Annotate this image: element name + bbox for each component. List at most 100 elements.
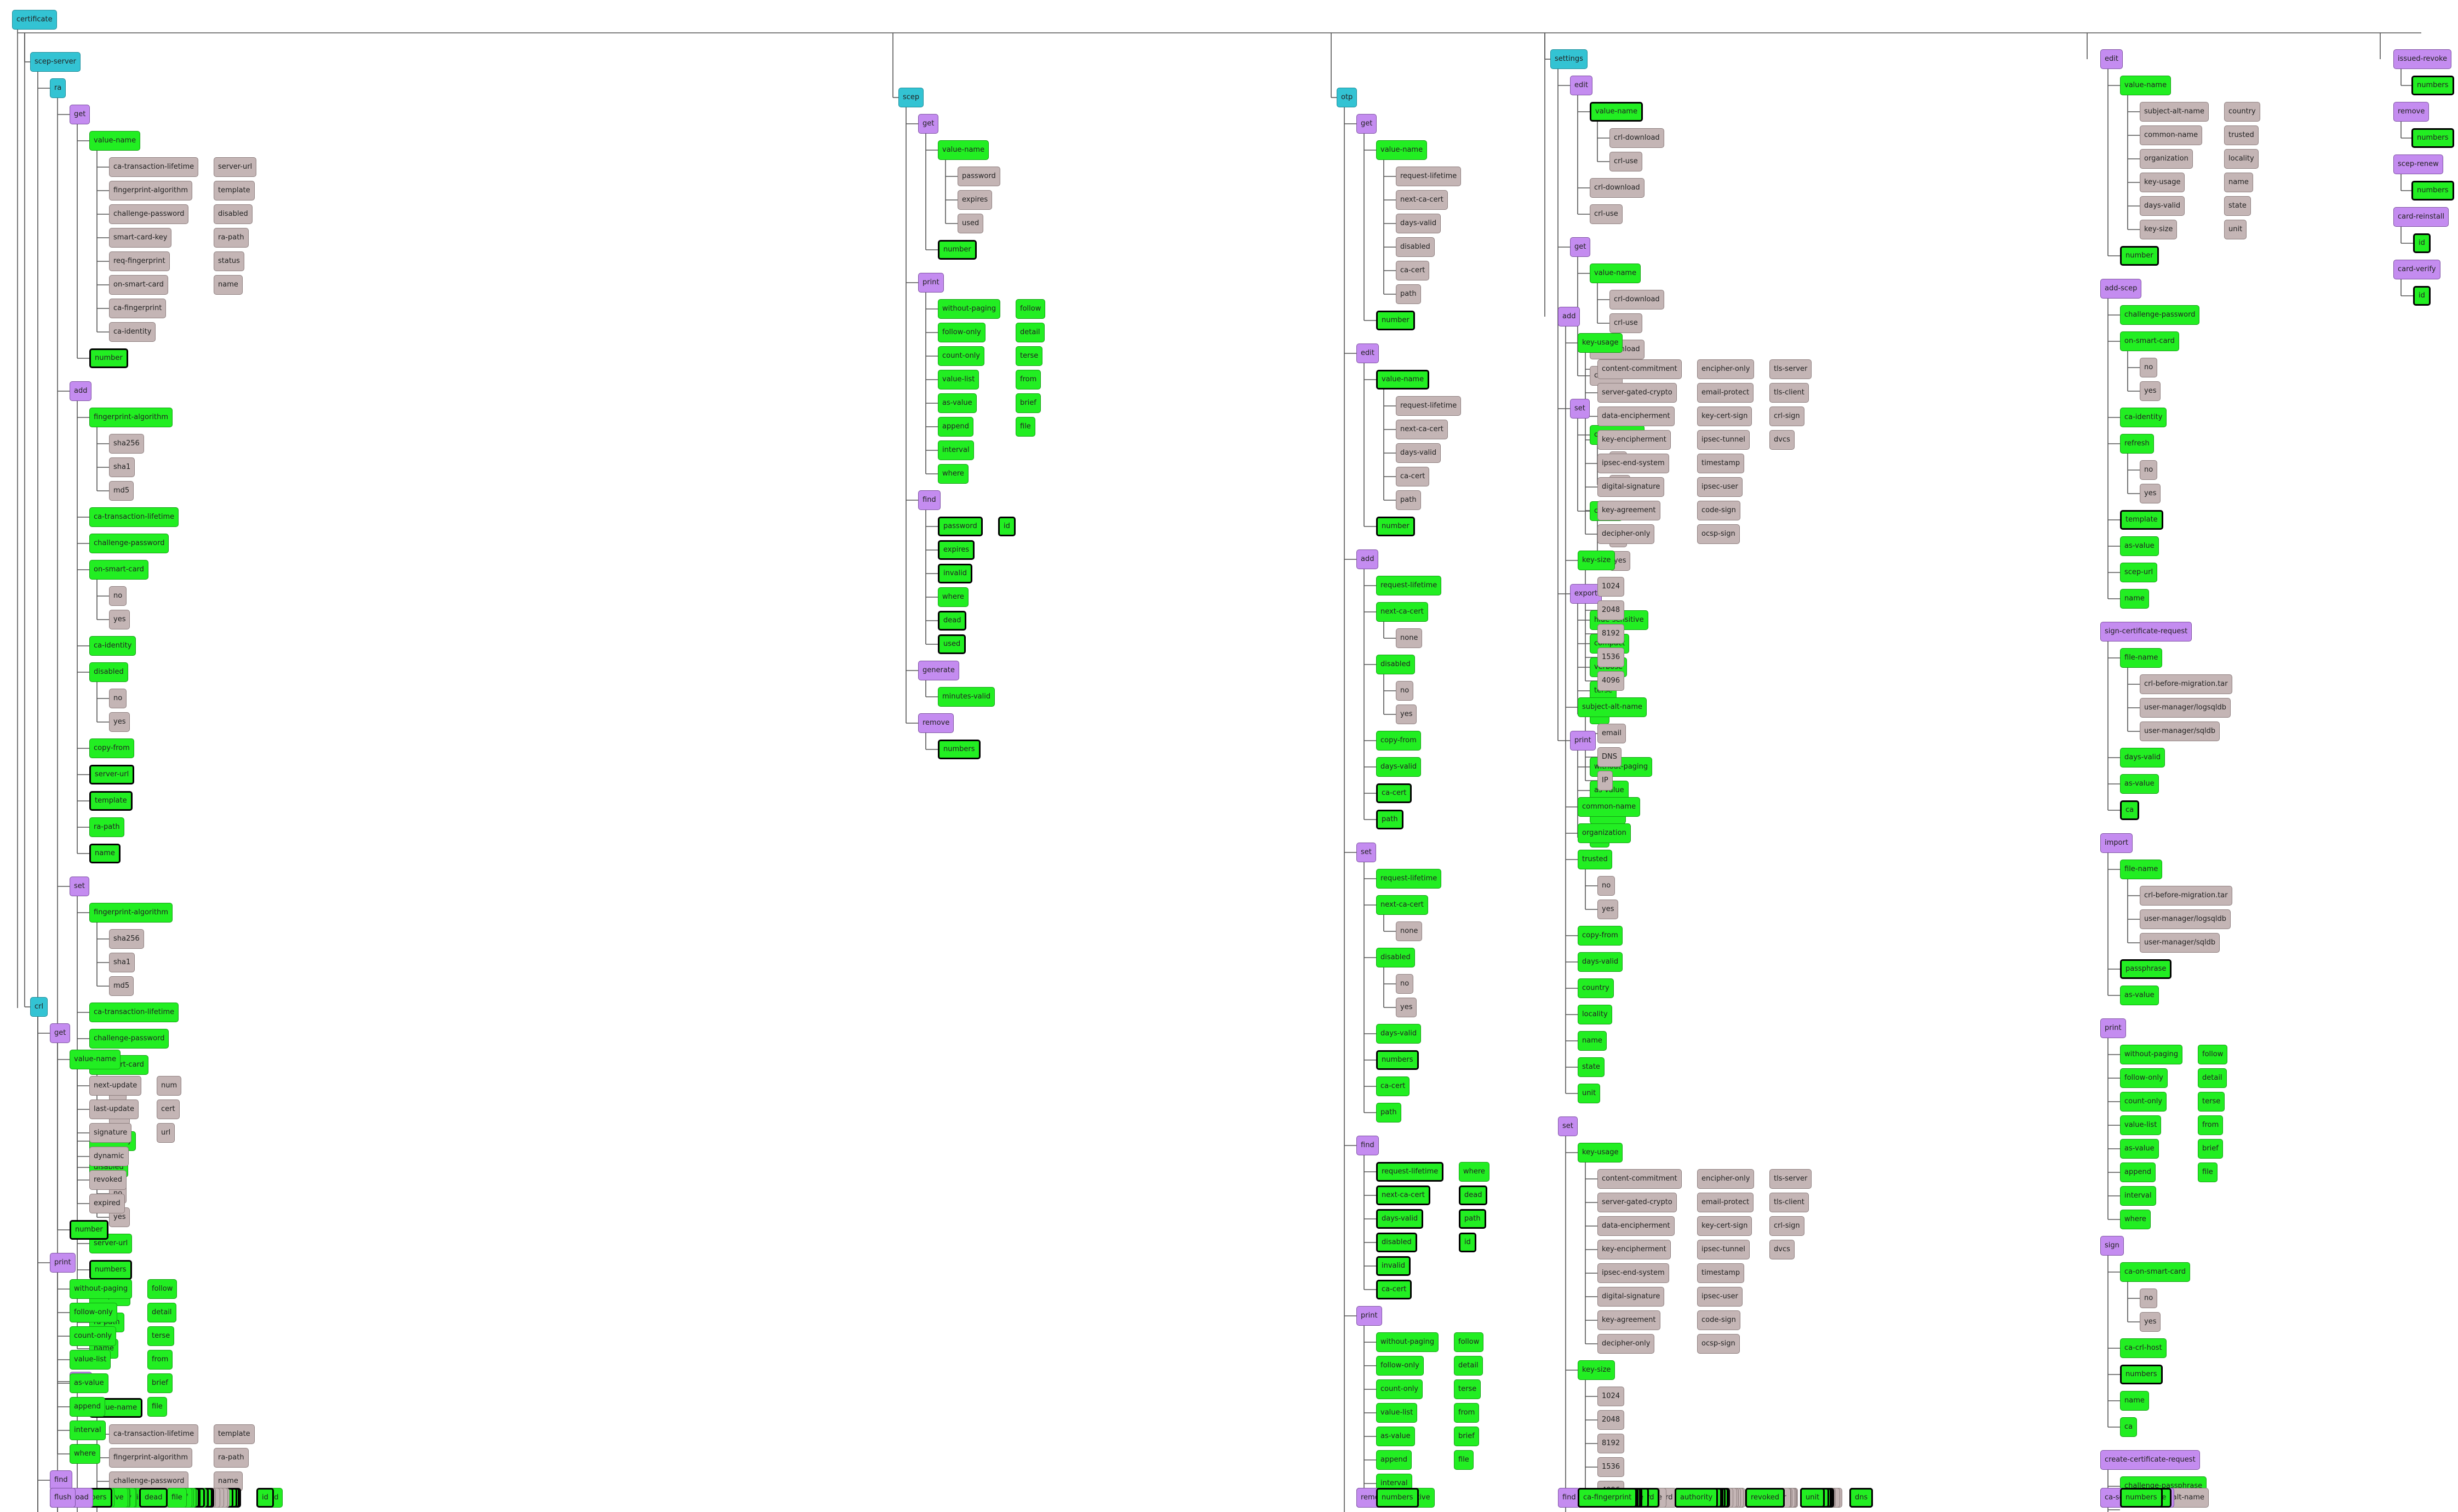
option-node-ca-cert[interactable]: ca-cert xyxy=(1376,1076,1410,1096)
option-node-number[interactable]: number xyxy=(1376,517,1415,536)
option-node-count-only[interactable]: count-only xyxy=(2120,1092,2167,1112)
option-node-ca-transaction-lifetime[interactable]: ca-transaction-lifetime xyxy=(89,1003,179,1022)
value-node-timestamp[interactable]: timestamp xyxy=(1697,454,1745,473)
value-node-user-manager-logsqldb[interactable]: user-manager/logsqldb xyxy=(2140,909,2231,929)
value-node-key-cert-sign[interactable]: key-cert-sign xyxy=(1697,406,1752,426)
value-node-dns[interactable]: DNS xyxy=(1597,747,1622,767)
value-node-ipsec-tunnel[interactable]: ipsec-tunnel xyxy=(1697,430,1750,450)
value-node-content-commitment[interactable]: content-commitment xyxy=(1597,1169,1682,1189)
value-node-expires[interactable]: expires xyxy=(958,190,993,210)
option-node-ca-fingerprint[interactable]: ca-fingerprint xyxy=(1578,1488,1637,1508)
option-node-numbers[interactable]: numbers xyxy=(2411,181,2454,201)
option-node-challenge-password[interactable]: challenge-password xyxy=(89,1029,169,1049)
value-node-key-cert-sign[interactable]: key-cert-sign xyxy=(1697,1216,1752,1236)
option-node-detail[interactable]: detail xyxy=(1016,323,1045,342)
option-node-dead[interactable]: dead xyxy=(938,611,967,631)
option-node-next-ca-cert[interactable]: next-ca-cert xyxy=(1376,895,1428,915)
action-node-import[interactable]: import xyxy=(2100,833,2133,853)
option-node-append[interactable]: append xyxy=(1376,1450,1412,1470)
value-node-template[interactable]: template xyxy=(214,1424,255,1444)
value-node-server-gated-crypto[interactable]: server-gated-crypto xyxy=(1597,1193,1677,1212)
option-node-ca-identity[interactable]: ca-identity xyxy=(89,636,136,656)
option-node-path[interactable]: path xyxy=(1459,1209,1486,1229)
option-node-organization[interactable]: organization xyxy=(1578,823,1631,843)
value-node-crl-download[interactable]: crl-download xyxy=(1609,290,1664,310)
value-node-cert[interactable]: cert xyxy=(157,1099,180,1119)
option-node-brief[interactable]: brief xyxy=(2198,1139,2223,1159)
value-node-ocsp-sign[interactable]: ocsp-sign xyxy=(1697,524,1740,544)
option-node-number[interactable]: number xyxy=(70,1220,108,1240)
value-node-next-ca-cert[interactable]: next-ca-cert xyxy=(1396,420,1448,439)
option-node-country[interactable]: country xyxy=(1578,978,1614,998)
option-node-count-only[interactable]: count-only xyxy=(938,346,985,366)
value-node-tls-server[interactable]: tls-server xyxy=(1769,359,1812,379)
option-node-server-url[interactable]: server-url xyxy=(89,765,135,784)
value-node-ca-transaction-lifetime[interactable]: ca-transaction-lifetime xyxy=(109,157,199,177)
value-node-crl-sign[interactable]: crl-sign xyxy=(1769,1216,1804,1236)
option-node-unit[interactable]: unit xyxy=(1578,1084,1601,1103)
value-node-ca-transaction-lifetime[interactable]: ca-transaction-lifetime xyxy=(109,1424,199,1444)
option-node-days-valid[interactable]: days-valid xyxy=(2120,748,2165,768)
value-node-fingerprint-algorithm[interactable]: fingerprint-algorithm xyxy=(109,181,192,201)
command-node-certificate[interactable]: certificate xyxy=(12,10,57,30)
value-node-smart-card-key[interactable]: smart-card-key xyxy=(109,228,172,248)
value-node-name[interactable]: name xyxy=(214,275,243,295)
value-node-data-encipherment[interactable]: data-encipherment xyxy=(1597,406,1675,426)
value-node-1024[interactable]: 1024 xyxy=(1597,577,1625,597)
action-node-find[interactable]: find xyxy=(50,1470,72,1490)
value-node-status[interactable]: status xyxy=(214,251,244,271)
option-node-brief[interactable]: brief xyxy=(1454,1427,1479,1446)
option-node-key-usage[interactable]: key-usage xyxy=(1578,1143,1623,1162)
option-node-number[interactable]: number xyxy=(938,240,977,260)
option-node-terse[interactable]: terse xyxy=(147,1326,175,1346)
value-node-crl-download[interactable]: crl-download xyxy=(1609,128,1664,148)
option-node-days-valid[interactable]: days-valid xyxy=(1376,1209,1424,1229)
value-node-code-sign[interactable]: code-sign xyxy=(1697,501,1740,520)
value-node-crl-download[interactable]: crl-download xyxy=(1590,178,1645,198)
value-node-key-encipherment[interactable]: key-encipherment xyxy=(1597,1240,1671,1259)
action-node-add[interactable]: add xyxy=(70,381,92,401)
option-node-copy-from[interactable]: copy-from xyxy=(89,738,134,758)
value-node-common-name[interactable]: common-name xyxy=(2140,125,2203,145)
option-node-without-paging[interactable]: without-paging xyxy=(70,1279,133,1299)
value-node-sha256[interactable]: sha256 xyxy=(109,434,144,454)
value-node-last-update[interactable]: last-update xyxy=(89,1099,139,1119)
action-node-card-reinstall[interactable]: card-reinstall xyxy=(2393,207,2449,227)
option-node-subject-alt-name[interactable]: subject-alt-name xyxy=(1578,697,1647,717)
value-node-8192[interactable]: 8192 xyxy=(1597,1434,1625,1453)
value-node-signature[interactable]: signature xyxy=(89,1123,132,1143)
option-node-as-value[interactable]: as-value xyxy=(1376,1427,1415,1446)
option-node-detail[interactable]: detail xyxy=(2198,1068,2227,1088)
action-node-get[interactable]: get xyxy=(1356,114,1377,134)
option-node-ca-transaction-lifetime[interactable]: ca-transaction-lifetime xyxy=(89,507,179,527)
option-node-ca[interactable]: ca xyxy=(2120,1417,2138,1437)
option-node-numbers[interactable]: numbers xyxy=(2120,1365,2163,1384)
option-node-value-name[interactable]: value-name xyxy=(938,140,989,160)
option-node-copy-from[interactable]: copy-from xyxy=(1578,926,1623,946)
option-node-detail[interactable]: detail xyxy=(1454,1356,1483,1376)
option-node-numbers[interactable]: numbers xyxy=(1376,1050,1419,1070)
value-node-decipher-only[interactable]: decipher-only xyxy=(1597,1334,1655,1354)
value-node-ipsec-user[interactable]: ipsec-user xyxy=(1697,477,1743,497)
value-node-request-lifetime[interactable]: request-lifetime xyxy=(1396,396,1462,416)
option-node-id[interactable]: id xyxy=(1459,1233,1476,1252)
value-node-disabled[interactable]: disabled xyxy=(1396,237,1435,257)
value-node-no[interactable]: no xyxy=(2140,1288,2158,1308)
value-node-country[interactable]: country xyxy=(2224,102,2260,122)
action-node-flush[interactable]: flush xyxy=(50,1488,76,1508)
value-node-user-manager-logsqldb[interactable]: user-manager/logsqldb xyxy=(2140,698,2231,718)
value-node-decipher-only[interactable]: decipher-only xyxy=(1597,524,1655,544)
action-node-generate[interactable]: generate xyxy=(918,661,959,680)
option-node-next-ca-cert[interactable]: next-ca-cert xyxy=(1376,602,1428,622)
value-node-days-valid[interactable]: days-valid xyxy=(1396,443,1441,463)
value-node-dvcs[interactable]: dvcs xyxy=(1769,1240,1795,1259)
option-node-numbers[interactable]: numbers xyxy=(1376,1488,1419,1508)
option-node-expires[interactable]: expires xyxy=(938,540,975,560)
action-node-add[interactable]: add xyxy=(1356,549,1379,569)
value-node-on-smart-card[interactable]: on-smart-card xyxy=(109,275,168,295)
option-node-interval[interactable]: interval xyxy=(70,1421,106,1440)
value-node-yes[interactable]: yes xyxy=(109,712,130,732)
value-node-yes[interactable]: yes xyxy=(1597,900,1619,919)
option-node-append[interactable]: append xyxy=(938,417,973,437)
value-node-locality[interactable]: locality xyxy=(2224,149,2259,169)
